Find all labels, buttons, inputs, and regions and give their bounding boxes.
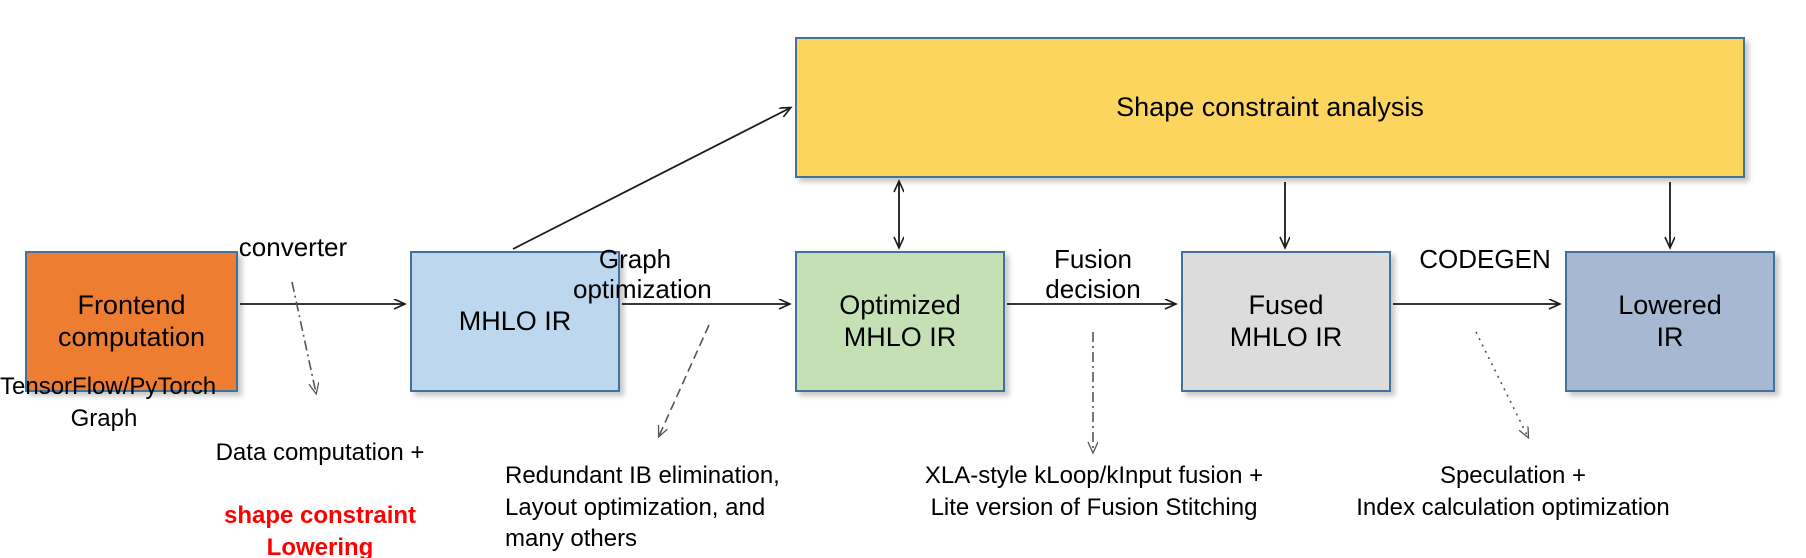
node-optimized-mhlo-ir-label: Optimized MHLO IR (839, 289, 961, 352)
edge-mhlo-to-shape-analysis (512, 108, 790, 250)
node-lowered-ir[interactable]: Lowered IR (1565, 251, 1775, 392)
note-frontend-graph: TensorFlow/PyTorch Graph (0, 373, 217, 432)
node-frontend-computation[interactable]: Frontend computation (25, 251, 238, 392)
edge-label-codegen: CODEGEN (1419, 244, 1551, 274)
note-fusion-decision: XLA-style kLoop/kInput fusion + Lite ver… (924, 462, 1264, 521)
note-converter: Data computation + shape constraint Lowe… (182, 405, 458, 558)
node-mhlo-ir[interactable]: MHLO IR (410, 251, 620, 392)
note-converter-line-2-highlight: shape constraint Lowering (223, 502, 417, 558)
edge-label-graph-optimization: Graph optimization (573, 244, 712, 305)
node-fused-mhlo-ir[interactable]: Fused MHLO IR (1181, 251, 1391, 392)
note-codegen: Speculation + Index calculation optimiza… (1356, 462, 1670, 521)
node-lowered-ir-label: Lowered IR (1618, 289, 1722, 352)
note-converter-line-1: Data computation + (215, 438, 425, 466)
callout-graph-optimization-note (659, 324, 710, 436)
node-frontend-computation-label: Frontend computation (57, 289, 206, 352)
node-mhlo-ir-label: MHLO IR (458, 305, 572, 336)
node-optimized-mhlo-ir[interactable]: Optimized MHLO IR (795, 251, 1005, 392)
node-shape-constraint-analysis[interactable]: Shape constraint analysis (795, 37, 1745, 178)
node-fused-mhlo-ir-label: Fused MHLO IR (1229, 289, 1343, 352)
node-shape-constraint-analysis-label: Shape constraint analysis (1116, 91, 1424, 122)
note-graph-optimization: Redundant IB elimination, Layout optimiz… (505, 462, 780, 553)
callout-codegen-note (1475, 331, 1528, 437)
edge-label-converter: converter (238, 232, 348, 262)
callout-converter-note (291, 281, 316, 393)
edge-label-fusion-decision: Fusion decision (1045, 244, 1141, 305)
